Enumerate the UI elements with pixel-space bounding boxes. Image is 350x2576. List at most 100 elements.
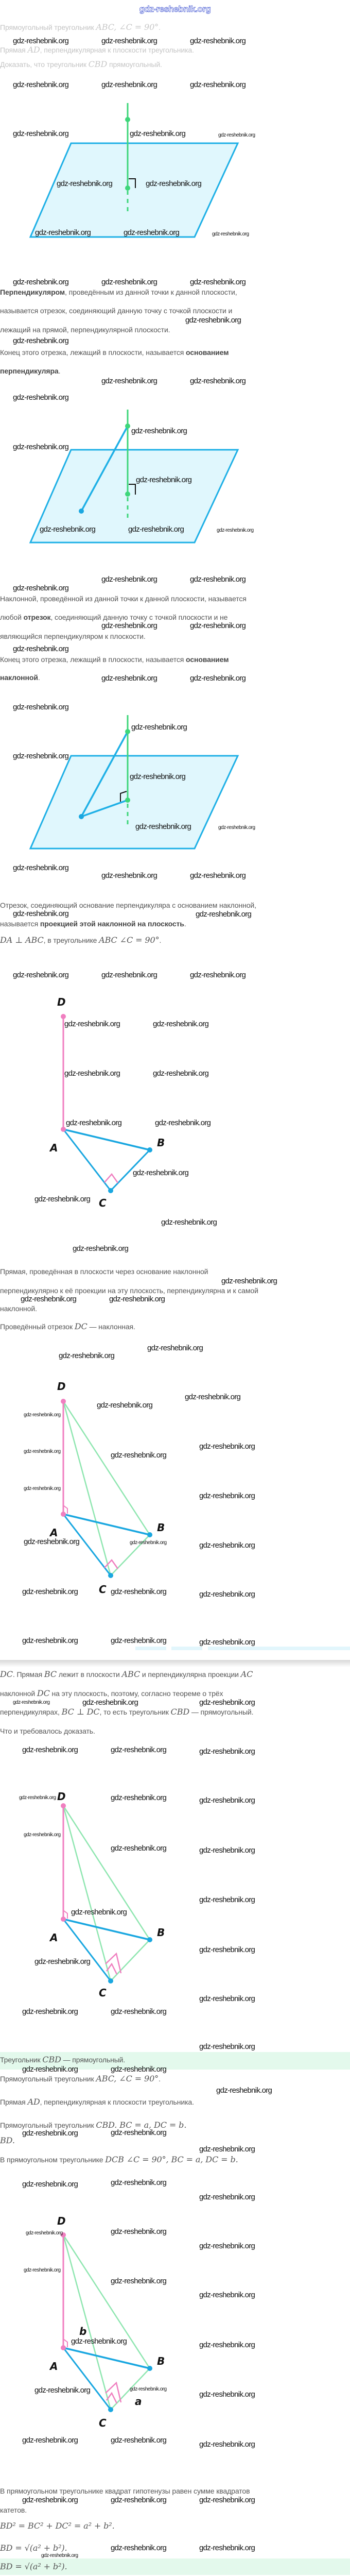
watermark: gdz-reshebnik.org <box>13 393 69 402</box>
watermark: gdz-reshebnik.org <box>124 228 180 237</box>
watermark: gdz-reshebnik.org <box>153 1020 209 1028</box>
watermark: gdz-reshebnik.org <box>22 2065 78 2074</box>
figure-perpendicular-and-oblique <box>29 410 239 544</box>
watermark: gdz-reshebnik.org <box>22 1745 78 1754</box>
right-angle-mark <box>129 484 136 495</box>
divider-strip <box>208 1647 350 1650</box>
math-expression: BD = √(a² + b²). <box>0 2543 67 2553</box>
math-expression: BC ⊥ DC <box>61 1707 100 1717</box>
watermark: gdz-reshebnik.org <box>13 336 69 345</box>
text-segment: Доказать, что треугольник <box>0 60 89 69</box>
watermark: gdz-reshebnik.org <box>24 2267 61 2273</box>
plane <box>29 142 239 238</box>
right-angle-mark <box>104 1173 119 1183</box>
watermark: gdz-reshebnik.org <box>218 825 255 831</box>
watermark: gdz-reshebnik.org <box>185 1393 241 1401</box>
right-angle-mark-a <box>63 2338 68 2347</box>
text-segment: . <box>159 23 161 31</box>
segment-ac <box>62 1919 112 1981</box>
site-header-logo[interactable]: gdz-reshebnik.org <box>139 4 211 14</box>
math-expression: BC <box>44 1669 57 1679</box>
watermark: gdz-reshebnik.org <box>131 427 187 435</box>
watermark: gdz-reshebnik.org <box>35 228 91 237</box>
point-a <box>61 2345 66 2350</box>
watermark: gdz-reshebnik.org <box>13 909 69 918</box>
label-a: A <box>49 1931 58 1944</box>
text-segment: — прямоугольный. <box>61 2056 126 2064</box>
math-expression: ABC, ∠C = 90° <box>96 22 159 32</box>
text-line: Доказать, что треугольник CBD прямоуголь… <box>0 60 162 69</box>
watermark: gdz-reshebnik.org <box>111 2544 167 2552</box>
text-line: DC. Прямая BC лежит в плоскости ABC и пе… <box>0 1670 253 1679</box>
text-segment: , то есть треугольник <box>99 1708 171 1716</box>
text-line: называется отрезок, соединяющий данную т… <box>0 306 232 315</box>
text-line: BD = √(a² + b²). <box>0 2544 67 2553</box>
point-c <box>108 1978 113 1984</box>
text-segment: Проведённый отрезок <box>0 1323 75 1331</box>
watermark: gdz-reshebnik.org <box>71 2337 127 2346</box>
watermark: gdz-reshebnik.org <box>34 1195 91 1204</box>
text-segment: . <box>184 920 186 928</box>
watermark: gdz-reshebnik.org <box>71 1908 127 1917</box>
text-line: Конец этого отрезка, лежащий в плоскости… <box>0 655 229 664</box>
watermark: gdz-reshebnik.org <box>13 129 69 138</box>
watermark: gdz-reshebnik.org <box>57 179 113 188</box>
watermark: gdz-reshebnik.org <box>22 2436 78 2445</box>
watermark: gdz-reshebnik.org <box>22 2496 78 2504</box>
label-a: A <box>49 1142 58 1154</box>
point-b <box>147 1147 152 1153</box>
watermark: gdz-reshebnik.org <box>13 1700 50 1705</box>
watermark: gdz-reshebnik.org <box>136 476 192 484</box>
text-line: Отрезок, соединяющий основание перпендик… <box>0 901 256 910</box>
text-segment: наклонной. <box>0 1304 37 1313</box>
text-segment: Прямая, проведённая в плоскости через ос… <box>0 1267 208 1276</box>
watermark: gdz-reshebnik.org <box>218 132 255 138</box>
watermark: gdz-reshebnik.org <box>147 1344 203 1352</box>
label-b: B <box>157 1521 165 1534</box>
watermark: gdz-reshebnik.org <box>130 2386 167 2392</box>
text-segment: Прямоугольный треугольник <box>0 2075 96 2083</box>
watermark: gdz-reshebnik.org <box>130 129 186 138</box>
point-d <box>61 1399 66 1404</box>
segment-ab <box>63 1128 150 1151</box>
watermark: gdz-reshebnik.org <box>34 1957 91 1966</box>
watermark: gdz-reshebnik.org <box>24 1832 61 1838</box>
math-expression: DA ⊥ ABC <box>0 935 44 945</box>
point-b <box>147 1937 152 1942</box>
text-line: В прямоугольном треугольнике DCB ∠C = 90… <box>0 2155 238 2164</box>
text-line: Прямая, проведённая в плоскости через ос… <box>0 1267 208 1276</box>
text-line: Прямая AD, перпендикулярная к плоскости … <box>0 2097 194 2107</box>
text-line: называется проекцией этой наклонной на п… <box>0 919 186 928</box>
math-expression: DCB ∠C = 90°, BC = a, DC = b. <box>105 2155 238 2164</box>
figure-tetrahedron-2: D A B C <box>49 1790 165 1999</box>
watermark: gdz-reshebnik.org <box>190 278 246 286</box>
text-line: BD. <box>0 2136 15 2145</box>
watermark: gdz-reshebnik.org <box>22 1636 78 1645</box>
projection-line <box>81 799 128 818</box>
watermark: gdz-reshebnik.org <box>130 1540 167 1546</box>
watermark: gdz-reshebnik.org <box>199 1590 255 1599</box>
text-segment: Прямоугольный треугольник <box>0 23 96 31</box>
divider-strip <box>171 1647 202 1650</box>
segment-db <box>62 1401 151 1535</box>
text-segment: катетов. <box>0 2506 27 2514</box>
watermark: gdz-reshebnik.org <box>161 1218 217 1227</box>
watermark: gdz-reshebnik.org <box>73 1244 129 1253</box>
watermark: gdz-reshebnik.org <box>199 2341 255 2349</box>
watermark: gdz-reshebnik.org <box>111 2227 167 2236</box>
watermark: gdz-reshebnik.org <box>190 37 246 45</box>
oblique-line <box>80 426 129 512</box>
math-expression: BD = √(a² + b²). <box>0 2562 67 2571</box>
watermark: gdz-reshebnik.org <box>22 2180 78 2189</box>
point-d <box>61 2232 66 2238</box>
watermark: gdz-reshebnik.org <box>34 2386 91 2395</box>
text-segment: , перпендикулярная к плоскости треугольн… <box>40 2098 194 2106</box>
math-expression: DC <box>0 1669 13 1679</box>
text-line: Прямоугольный треугольник ABC, ∠C = 90°. <box>0 23 161 32</box>
point <box>125 117 130 122</box>
text-line: наклонной. <box>0 1304 37 1313</box>
right-angle-mark <box>129 178 136 188</box>
text-line: лежащий на прямой, перпендикулярной плос… <box>0 325 170 334</box>
text-segment: , соединяющий данную точку с точкой плос… <box>50 613 228 621</box>
